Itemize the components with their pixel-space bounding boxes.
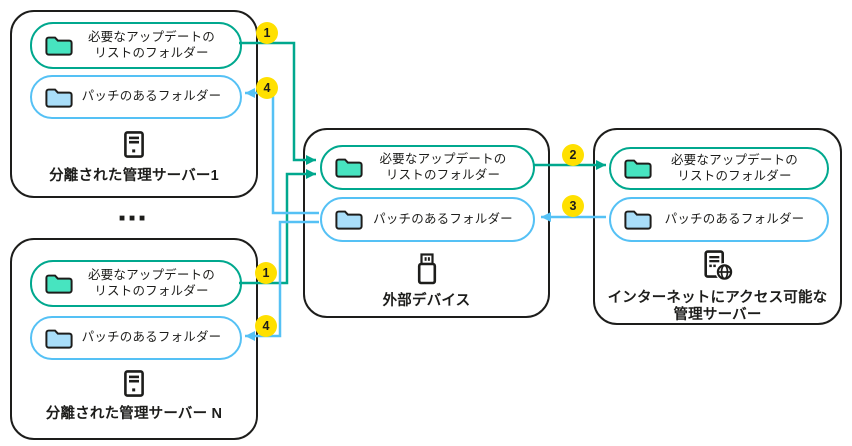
folder-green-icon — [624, 158, 652, 179]
updates-folder-label: 必要なアップデートの リストのフォルダー — [379, 152, 507, 182]
folder-green-icon — [45, 35, 73, 56]
patches-folder-pill: パッチのあるフォルダー — [30, 75, 242, 119]
updates-folder-pill: 必要なアップデートの リストのフォルダー — [30, 260, 242, 307]
servers-ellipsis: ■■■ — [118, 213, 150, 224]
patches-folder-pill: パッチのあるフォルダー — [609, 197, 829, 242]
folder-blue-icon — [335, 209, 363, 230]
isolated-server-1-box: 必要なアップデートの リストのフォルダー パッチのあるフォルダー 分離された管理… — [10, 10, 258, 198]
patches-folder-pill: パッチのあるフォルダー — [320, 197, 535, 242]
updates-folder-label: 必要なアップデートの リストのフォルダー — [87, 268, 215, 298]
patches-folder-label: パッチのあるフォルダー — [373, 211, 513, 226]
box-title: 分離された管理サーバー N — [45, 406, 223, 422]
updates-folder-pill: 必要なアップデートの リストのフォルダー — [30, 22, 242, 69]
internet-server-icon — [702, 250, 733, 281]
patches-folder-label: パッチのあるフォルダー — [81, 89, 222, 104]
step-4-badge: 4 — [255, 315, 277, 337]
external-device-box: 必要なアップデートの リストのフォルダー パッチのあるフォルダー 外部デバイス — [303, 128, 550, 318]
internet-server-box: 必要なアップデートの リストのフォルダー パッチのあるフォルダー インターネット… — [593, 128, 842, 325]
folder-blue-icon — [624, 209, 652, 230]
patches-folder-label: パッチのあるフォルダー — [81, 330, 222, 345]
folder-blue-icon — [45, 328, 73, 349]
step-4-badge: 4 — [256, 77, 278, 99]
server-tower-icon — [124, 131, 144, 158]
updates-folder-pill: 必要なアップデートの リストのフォルダー — [320, 145, 535, 190]
step-2-badge: 2 — [562, 144, 584, 166]
server-tower-icon — [124, 370, 144, 397]
folder-green-icon — [335, 157, 363, 178]
updates-folder-pill: 必要なアップデートの リストのフォルダー — [609, 147, 829, 190]
isolated-server-n-box: 必要なアップデートの リストのフォルダー パッチのあるフォルダー 分離された管理… — [10, 238, 258, 440]
folder-blue-icon — [45, 87, 73, 108]
updates-folder-label: 必要なアップデートの リストのフォルダー — [87, 30, 215, 60]
box-title: 外部デバイス — [382, 293, 471, 309]
patches-folder-label: パッチのあるフォルダー — [664, 211, 805, 226]
usb-drive-icon — [414, 253, 440, 285]
updates-folder-label: 必要なアップデートの リストのフォルダー — [670, 153, 798, 183]
step-1-badge: 1 — [256, 22, 278, 44]
folder-green-icon — [45, 273, 73, 294]
box-title: インターネットにアクセス可能な 管理サーバー — [607, 290, 828, 323]
step-3-badge: 3 — [562, 195, 584, 217]
box-title: 分離された管理サーバー1 — [49, 168, 219, 184]
patches-folder-pill: パッチのあるフォルダー — [30, 316, 242, 360]
step-1-badge: 1 — [255, 262, 277, 284]
